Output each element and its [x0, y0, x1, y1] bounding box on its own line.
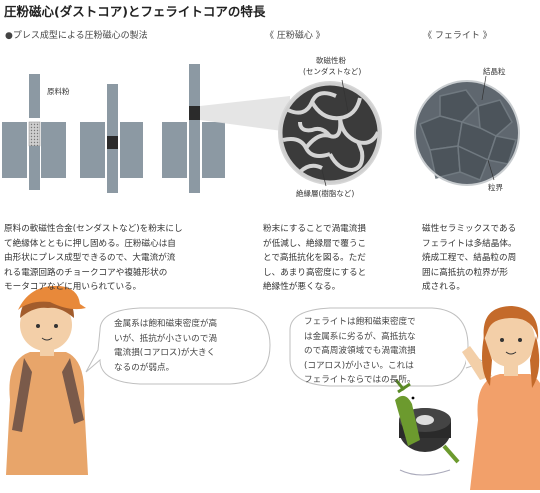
left-character [6, 285, 88, 475]
ferrite-micrograph [414, 75, 520, 186]
press-heading: ●プレス成型による圧粉磁心の製法 [5, 31, 148, 41]
right-character [462, 306, 540, 490]
dust-label-powder: 軟磁性粉 [316, 56, 346, 65]
ferrite-core-character [394, 379, 460, 476]
ferrite-label-grain: 結晶粒 [483, 67, 506, 76]
ferrite-description: 磁性セラミックスである フェライトは多結晶体。 焼成工程で、結晶粒の周 囲に高抵… [422, 224, 517, 292]
press-description: 原料の軟磁性合金(センダストなど)を粉末にし て絶縁体とともに押し固める。圧粉磁… [4, 224, 183, 292]
right-bubble-text: フェライトは飽和磁束密度で は金属系に劣るが、高抵抗な ので高周波領域でも渦電流… [304, 317, 416, 385]
powder-label: 原料粉 [47, 87, 70, 96]
press-step-3 [162, 64, 290, 193]
ferrite-heading: 《 フェライト 》 [423, 31, 492, 41]
dust-core-micrograph [278, 79, 382, 187]
left-bubble-text: 金属系は飽和磁束密度が高 いが、抵抗が小さいので渦 電流損(コアロス)が大きく … [114, 319, 218, 373]
dust-description: 粉末にすることで渦電流損 が低減し、絶縁層で覆うこ とで高抵抗化を図る。ただ し… [263, 224, 367, 292]
page-title: 圧粉磁心(ダストコア)とフェライトコアの特長 [4, 4, 266, 19]
dust-label-insulation: 絶縁層(樹脂など) [296, 189, 355, 198]
dust-label-sendust: (センダストなど) [303, 67, 362, 76]
left-speech-bubble [85, 307, 271, 385]
dust-heading: 《 圧粉磁心 》 [265, 31, 325, 41]
press-step-2 [80, 84, 143, 193]
press-step-1 [2, 74, 66, 190]
ferrite-label-boundary: 粒界 [488, 183, 503, 192]
